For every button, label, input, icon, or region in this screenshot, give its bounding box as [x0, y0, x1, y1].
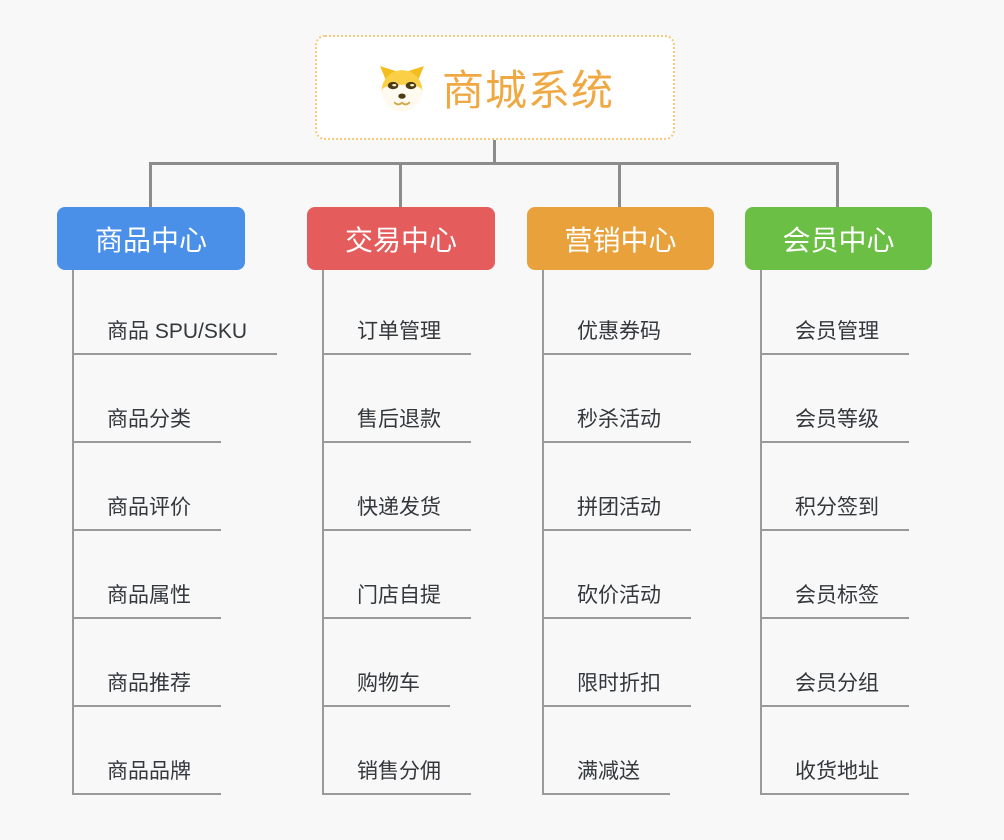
child-node[interactable]: 会员管理: [760, 270, 909, 355]
child-label[interactable]: 售后退款: [322, 403, 471, 443]
branch-node-member-center[interactable]: 会员中心: [745, 207, 932, 270]
child-label[interactable]: 销售分佣: [322, 755, 471, 795]
connector-drop: [618, 163, 621, 208]
child-node[interactable]: 拼团活动: [542, 443, 691, 531]
connector-drop: [149, 163, 152, 208]
child-label[interactable]: 商品属性: [72, 579, 221, 619]
branch-label: 交易中心: [344, 224, 457, 256]
child-node[interactable]: 收货地址: [760, 707, 909, 795]
child-label[interactable]: 订单管理: [322, 315, 471, 355]
child-label[interactable]: 积分签到: [760, 491, 909, 531]
child-node[interactable]: 订单管理: [322, 270, 471, 355]
children-column-product: 商品 SPU/SKU 商品分类 商品评价 商品属性 商品推荐 商品品牌: [72, 270, 278, 795]
child-node[interactable]: 门店自提: [322, 531, 471, 619]
child-label[interactable]: 商品分类: [72, 403, 221, 443]
child-node[interactable]: 会员等级: [760, 355, 909, 443]
child-node[interactable]: 商品 SPU/SKU: [72, 270, 278, 355]
child-label[interactable]: 商品 SPU/SKU: [72, 315, 278, 355]
connector-drop: [399, 163, 402, 208]
connector-bus: [149, 162, 839, 165]
child-node[interactable]: 会员标签: [760, 531, 909, 619]
branch-label: 商品中心: [94, 224, 207, 256]
connector-drop: [836, 163, 839, 208]
child-node[interactable]: 销售分佣: [322, 707, 471, 795]
child-node[interactable]: 会员分组: [760, 619, 909, 707]
child-label[interactable]: 会员等级: [760, 403, 909, 443]
child-label[interactable]: 优惠券码: [542, 315, 691, 355]
child-label[interactable]: 限时折扣: [542, 667, 691, 707]
child-node[interactable]: 秒杀活动: [542, 355, 691, 443]
child-node[interactable]: 商品分类: [72, 355, 277, 443]
child-node[interactable]: 砍价活动: [542, 531, 691, 619]
branch-node-product-center[interactable]: 商品中心: [57, 207, 245, 270]
root-node-mall-system[interactable]: 商城系统: [315, 35, 675, 140]
children-column-marketing: 优惠券码 秒杀活动 拼团活动 砍价活动 限时折扣 满减送: [542, 270, 691, 795]
child-node[interactable]: 积分签到: [760, 443, 909, 531]
child-label[interactable]: 快递发货: [322, 491, 471, 531]
child-label[interactable]: 购物车: [322, 667, 450, 707]
child-node[interactable]: 满减送: [542, 707, 691, 795]
branch-label: 营销中心: [564, 224, 677, 256]
children-column-member: 会员管理 会员等级 积分签到 会员标签 会员分组 收货地址: [760, 270, 909, 795]
child-node[interactable]: 商品品牌: [72, 707, 277, 795]
child-label[interactable]: 收货地址: [760, 755, 909, 795]
child-label[interactable]: 商品推荐: [72, 667, 221, 707]
branch-label: 会员中心: [782, 224, 895, 256]
child-label[interactable]: 会员分组: [760, 667, 909, 707]
child-label[interactable]: 会员管理: [760, 315, 909, 355]
child-label[interactable]: 满减送: [542, 755, 670, 795]
child-node[interactable]: 商品评价: [72, 443, 277, 531]
child-node[interactable]: 限时折扣: [542, 619, 691, 707]
child-node[interactable]: 购物车: [322, 619, 471, 707]
branch-node-marketing-center[interactable]: 营销中心: [527, 207, 714, 270]
child-node[interactable]: 快递发货: [322, 443, 471, 531]
child-node[interactable]: 优惠券码: [542, 270, 691, 355]
children-column-trade: 订单管理 售后退款 快递发货 门店自提 购物车 销售分佣: [322, 270, 471, 795]
child-label[interactable]: 拼团活动: [542, 491, 691, 531]
root-title: 商城系统: [441, 67, 614, 114]
connector-root-stub: [493, 140, 496, 164]
branch-node-trade-center[interactable]: 交易中心: [307, 207, 495, 270]
child-label[interactable]: 会员标签: [760, 579, 909, 619]
dog-logo-icon: [380, 65, 424, 111]
child-node[interactable]: 商品属性: [72, 531, 277, 619]
child-label[interactable]: 砍价活动: [542, 579, 691, 619]
child-node[interactable]: 商品推荐: [72, 619, 277, 707]
child-label[interactable]: 门店自提: [322, 579, 471, 619]
child-label[interactable]: 商品评价: [72, 491, 221, 531]
child-label[interactable]: 秒杀活动: [542, 403, 691, 443]
child-node[interactable]: 售后退款: [322, 355, 471, 443]
child-label[interactable]: 商品品牌: [72, 755, 221, 795]
